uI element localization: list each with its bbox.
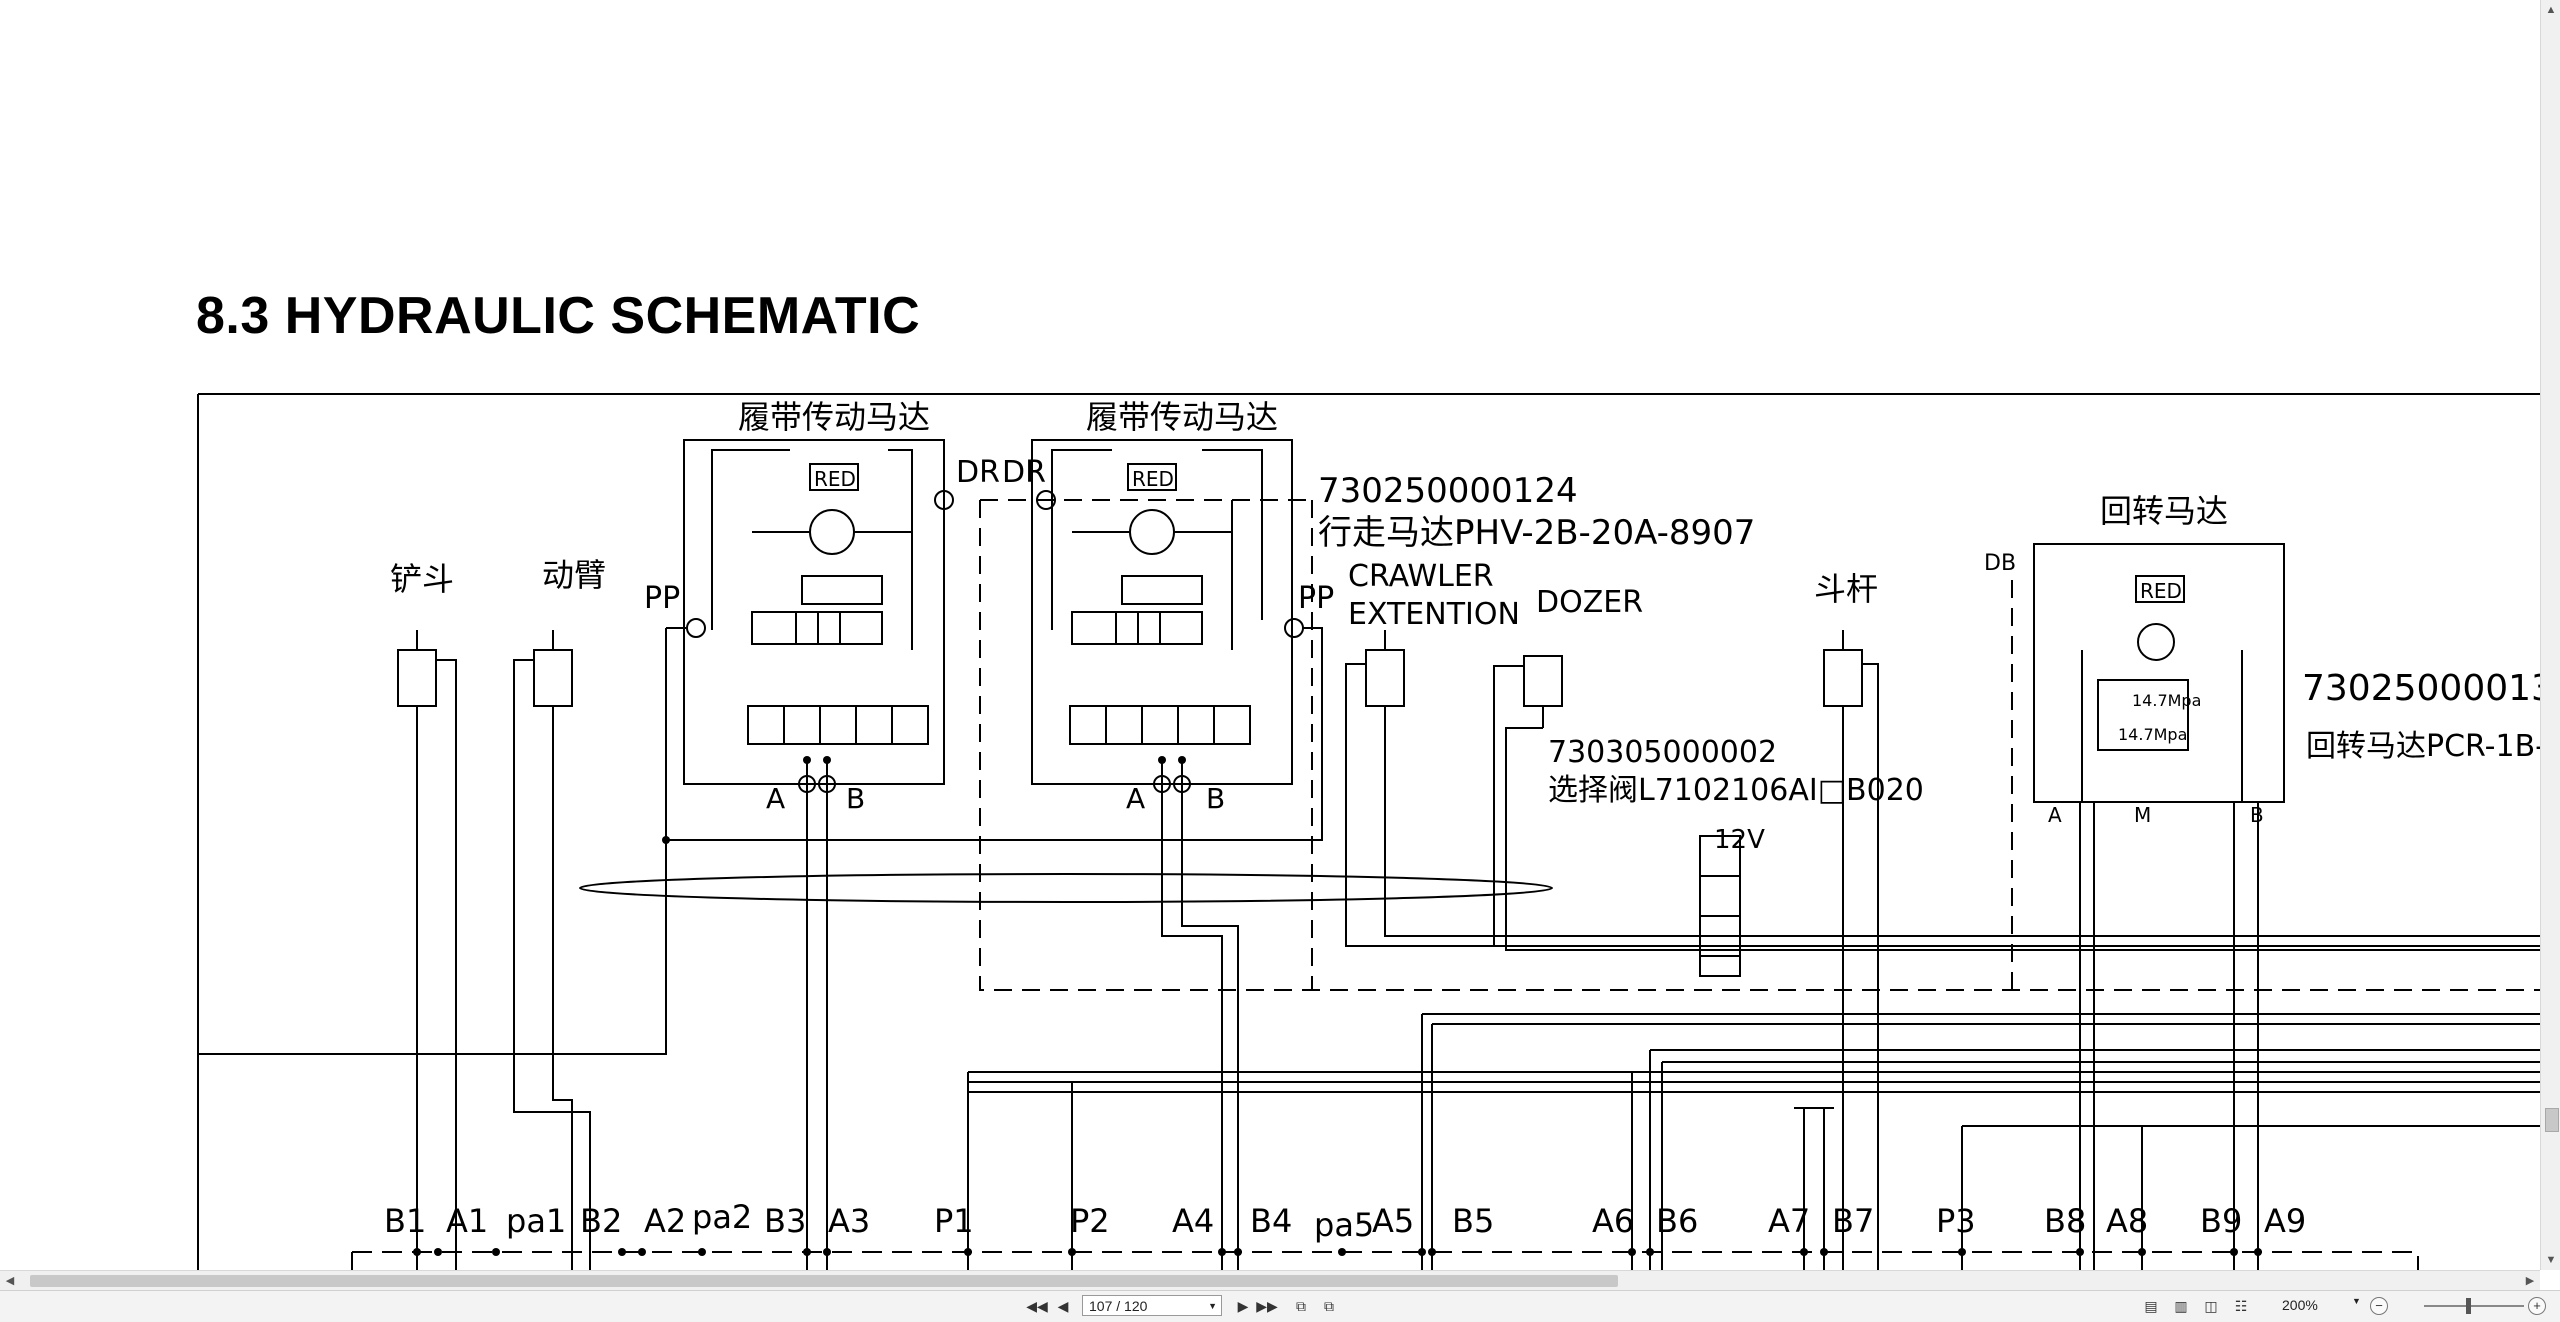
first-page-button[interactable]: ◀◀ xyxy=(1026,1298,1048,1314)
label-dr-left: DR xyxy=(956,455,1000,490)
label-travel-part-no: 730250000124 xyxy=(1318,471,1578,511)
page-number-field[interactable]: 107 / 120 ▼ xyxy=(1082,1295,1222,1316)
port-label: P1 xyxy=(934,1202,974,1240)
scroll-up-icon[interactable]: ▲ xyxy=(2545,4,2557,16)
port-label: A1 xyxy=(446,1202,488,1240)
port-label: B8 xyxy=(2044,1202,2086,1240)
label-b-left: B xyxy=(846,782,865,815)
port-label: B1 xyxy=(384,1202,426,1240)
label-extention: EXTENTION xyxy=(1348,597,1520,632)
label-travel-motor-model: 行走马达PHV-2B-20A-8907 xyxy=(1318,513,1755,553)
chevron-down-icon[interactable]: ▼ xyxy=(2352,1296,2361,1306)
port-label: A6 xyxy=(1592,1202,1634,1240)
port-label: P3 xyxy=(1936,1202,1976,1240)
label-pressure-1: 14.7Mpa xyxy=(2132,691,2201,710)
label-voltage: 12V xyxy=(1714,825,1765,855)
label-bucket: 铲斗 xyxy=(390,560,454,598)
label-swing-m: M xyxy=(2134,803,2151,827)
page-indicator: 107 / 120 xyxy=(1089,1298,1148,1314)
vertical-scrollbar[interactable]: ▲ ▼ xyxy=(2540,0,2560,1270)
scroll-right-icon[interactable]: ▶ xyxy=(2525,1275,2535,1287)
label-travel-motor-2: 履带传动马达 xyxy=(1086,398,1278,436)
previous-page-button[interactable]: ◀ xyxy=(1057,1298,1069,1314)
document-page: 8.3 HYDRAULIC SCHEMATIC xyxy=(12,0,2540,1270)
label-b-mid: B xyxy=(1206,782,1225,815)
port-label: pa5 xyxy=(1314,1206,1374,1244)
horizontal-scrollbar[interactable]: ◀ ▶ xyxy=(0,1270,2540,1291)
port-label: A3 xyxy=(828,1202,870,1240)
label-pp-right: PP xyxy=(1298,581,1334,616)
continuous-view-icon[interactable]: ▥ xyxy=(2174,1298,2188,1314)
label-red-2: RED xyxy=(1132,467,1174,491)
port-label: B4 xyxy=(1250,1202,1292,1240)
zoom-in-icon[interactable]: + xyxy=(2528,1297,2546,1315)
label-a-mid: A xyxy=(1126,782,1145,815)
port-label: pa1 xyxy=(506,1202,566,1240)
next-view-icon[interactable]: ⧉ xyxy=(1324,1298,1334,1314)
two-page-view-icon[interactable]: ◫ xyxy=(2204,1298,2218,1314)
label-dozer: DOZER xyxy=(1536,585,1643,620)
label-red-3: RED xyxy=(2140,579,2182,603)
zoom-out-icon[interactable]: − xyxy=(2370,1297,2388,1315)
horizontal-scroll-thumb[interactable] xyxy=(30,1275,1618,1287)
chevron-down-icon[interactable]: ▼ xyxy=(1208,1301,1217,1311)
port-label: B9 xyxy=(2200,1202,2242,1240)
port-label: P2 xyxy=(1070,1202,1110,1240)
label-dr-right: DR xyxy=(1002,455,1046,490)
label-swing-a: A xyxy=(2048,803,2062,827)
port-label: A8 xyxy=(2106,1202,2148,1240)
zoom-slider[interactable] xyxy=(2424,1305,2524,1307)
port-label: A2 xyxy=(644,1202,686,1240)
previous-view-icon[interactable]: ⧉ xyxy=(1296,1298,1306,1314)
port-label: B6 xyxy=(1656,1202,1698,1240)
next-page-button[interactable]: ▶ xyxy=(1237,1298,1249,1314)
label-swing-b: B xyxy=(2250,803,2264,827)
port-label: A5 xyxy=(1372,1202,1414,1240)
label-red-1: RED xyxy=(814,467,856,491)
label-pressure-2: 14.7Mpa xyxy=(2118,725,2187,744)
scroll-left-icon[interactable]: ◀ xyxy=(5,1275,15,1287)
port-label: B2 xyxy=(580,1202,622,1240)
label-db: DB xyxy=(1984,551,2016,576)
port-label: B7 xyxy=(1832,1202,1874,1240)
label-crawler: CRAWLER xyxy=(1348,559,1494,594)
label-swing-part-no: 730250000132 xyxy=(2302,668,2540,709)
label-a-left: A xyxy=(766,782,785,815)
port-label: A7 xyxy=(1768,1202,1810,1240)
vertical-scroll-thumb[interactable] xyxy=(2545,1108,2559,1132)
last-page-button[interactable]: ▶▶ xyxy=(1256,1298,1278,1314)
port-label: B3 xyxy=(764,1202,806,1240)
page-title: 8.3 HYDRAULIC SCHEMATIC xyxy=(196,287,921,345)
scroll-down-icon[interactable]: ▼ xyxy=(2545,1254,2557,1266)
status-bar: ◀◀ ◀ 107 / 120 ▼ ▶ ▶▶ ⧉ ⧉ ▤ ▥ ◫ ☷ 200% ▼… xyxy=(0,1290,2560,1322)
label-swing-motor: 回转马达 xyxy=(2100,492,2228,530)
label-travel-motor-1: 履带传动马达 xyxy=(738,398,930,436)
port-label: B5 xyxy=(1452,1202,1494,1240)
hydraulic-schematic: 履带传动马达 履带传动马达 RED RED RED DR DR PP PP A … xyxy=(197,393,2540,1270)
label-pp-left: PP xyxy=(644,581,680,616)
single-page-view-icon[interactable]: ▤ xyxy=(2144,1298,2158,1314)
zoom-level[interactable]: 200% xyxy=(2282,1297,2318,1313)
label-selector-part-no: 730305000002 xyxy=(1548,735,1777,770)
label-selector-model: 选择阀L7102106AI□B020 xyxy=(1548,773,1924,808)
label-swing-motor-model: 回转马达PCR-1B- xyxy=(2306,729,2540,764)
port-label: pa2 xyxy=(692,1198,752,1236)
label-arm: 斗杆 xyxy=(1814,570,1878,608)
zoom-slider-knob[interactable] xyxy=(2466,1298,2471,1314)
port-label: A4 xyxy=(1172,1202,1214,1240)
port-label: A9 xyxy=(2264,1202,2306,1240)
two-page-continuous-view-icon[interactable]: ☷ xyxy=(2234,1298,2248,1314)
label-boom: 动臂 xyxy=(542,556,606,594)
